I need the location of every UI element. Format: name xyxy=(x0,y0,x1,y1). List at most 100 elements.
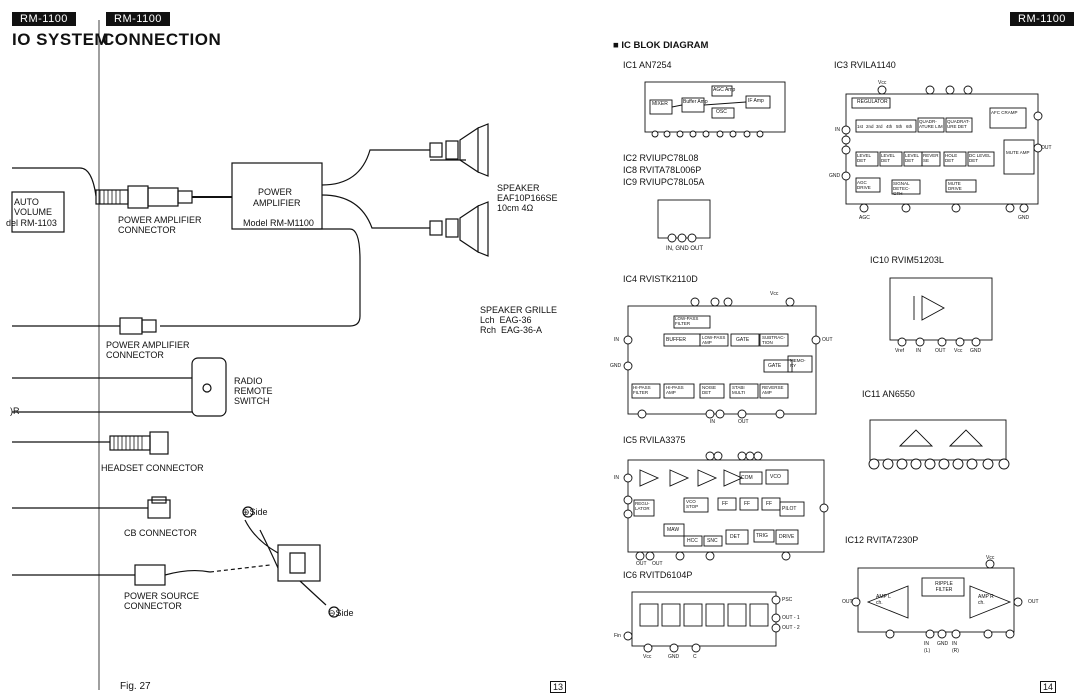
ic3-block-signal: SIGNAL DETEC- GTH xyxy=(893,181,910,196)
ic1-block-buffer: Buffer Amp xyxy=(683,99,708,105)
ic3-pin-agc: AGC xyxy=(859,215,870,221)
ic4-block-gate-2: GATE xyxy=(768,363,782,369)
ic3-title: IC3 RVILA1140 xyxy=(834,60,896,70)
ic3-block-quad-lim: QUADR- ATURE LIM xyxy=(919,119,943,129)
ic4-pin-in: IN xyxy=(614,337,619,343)
header-tag-left-1: RM-1100 xyxy=(12,12,76,26)
ic4-block-memory: MEMO- RY xyxy=(790,358,806,368)
cb-connector-label: CB CONNECTOR xyxy=(124,528,197,538)
ic12-diagram xyxy=(851,559,1023,639)
ic3-pin-gnd: GND xyxy=(829,173,841,179)
ic6-title: IC6 RVITD6104P xyxy=(623,570,693,580)
ic9-title: IC9 RVIUPC78L05A xyxy=(623,177,705,187)
figure-label: Fig. 27 xyxy=(120,681,151,692)
ic6-pin-c: C xyxy=(693,654,697,660)
ic8-title: IC8 RVITA78L006P xyxy=(623,165,702,175)
ic5-block-drive: DRIVE xyxy=(779,534,795,540)
power-source-connector-label: POWER SOURCE CONNECTOR xyxy=(124,591,200,611)
ic3-block-hole: HOLE DET xyxy=(945,153,958,163)
power-amp-label-1: POWER xyxy=(258,187,293,197)
ic10-title: IC10 RVIM51203L xyxy=(870,255,944,265)
ic3-stage-1: 1st xyxy=(857,124,864,129)
ic3-stage-4: 4th xyxy=(886,124,893,129)
ic3-block-mute-amp: MUTE AMP xyxy=(1006,150,1030,155)
ic4-block-buffer: BUFFER xyxy=(666,337,686,343)
ic4-pin-out-bottom: OUT xyxy=(738,419,749,425)
ic5-block-vcostop: VCO STOP xyxy=(686,499,699,509)
ic10-pin-vcc: Vcc xyxy=(954,348,963,354)
speaker-grille-label: SPEAKER GRILLE Lch EAG-36 Rch EAG-36-A xyxy=(480,305,558,335)
ic1-block-agc: AGC Amp xyxy=(713,87,736,93)
ic6-diagram xyxy=(623,591,781,653)
ic10-pin-vref: Vref xyxy=(895,348,904,354)
ic4-block-hpf: HI-PASS FILTER xyxy=(633,385,651,395)
power-amp-label-2: AMPLIFIER xyxy=(253,198,301,208)
ic4-block-lpf: LOW-PASS FILTER xyxy=(675,316,699,326)
ic3-block-level1: LEVEL DET xyxy=(857,153,871,163)
ic12-pin-l: (L) xyxy=(924,648,931,654)
ic3-block-reverse: REVER SE xyxy=(923,153,939,163)
ic5-block-pilot: PILOT xyxy=(782,506,797,512)
ic12-block-ripple: RIPPLE FILTER xyxy=(935,581,953,593)
ic4-block-stabi: STABI MULTI xyxy=(732,385,746,395)
ic11-diagram xyxy=(868,419,1010,470)
ic5-block-hcc: HCC xyxy=(687,538,698,544)
ic10-pin-gnd: GND xyxy=(970,348,982,354)
ic3-block-dclevel: DC LEVEL DET xyxy=(969,153,991,163)
ic5-block-ff3: FF xyxy=(766,501,773,507)
system-connection-diagram xyxy=(11,20,489,690)
ic5-title: IC5 RVILA3375 xyxy=(623,435,686,445)
ic3-block-level2: LEVEL DET xyxy=(881,153,895,163)
power-amp-connector-label-1: POWER AMPLIFIER CONNECTOR xyxy=(118,215,202,235)
ic4-block-reverse: REVERSE AMP xyxy=(762,385,784,395)
ic3-stage-3: 3rd xyxy=(876,124,883,129)
ic4-block-lpamp: LOW-PASS AMP xyxy=(702,335,726,345)
ic3-stage-5: 5th xyxy=(896,124,903,129)
ic5-diagram xyxy=(623,451,829,561)
ic3-stage-6: 6th xyxy=(906,124,913,129)
ic12-pin-r: (R) xyxy=(952,648,959,654)
ic10-pin-out: OUT xyxy=(935,348,946,354)
ic11-title: IC11 AN6550 xyxy=(862,389,915,399)
radio-remote-switch-label: RADIO REMOTE SWITCH xyxy=(234,376,273,406)
or-cut-label: )R xyxy=(10,406,20,416)
ic6-pin-vcc: Vcc xyxy=(643,654,652,660)
ic10-diagram xyxy=(889,277,993,347)
ic10-pin-in: IN xyxy=(916,348,921,354)
ic5-block-regulator: REGU- LATOR xyxy=(635,501,650,511)
ic12-pin-in-r: IN xyxy=(952,641,957,647)
ic5-block-snc: SNC xyxy=(707,538,718,544)
speaker-label: SPEAKER EAF10P166SE 10cm 4Ω xyxy=(497,183,558,213)
page-title-right: CONNECTION xyxy=(102,30,222,49)
ic5-pin-out-1: OUT xyxy=(636,561,647,567)
ic3-diagram xyxy=(841,85,1043,213)
page-title-left: IO SYSTEM xyxy=(12,30,110,49)
ic5-block-maw: MAW xyxy=(667,527,680,533)
ic4-block-hpamp: HI-PASS AMP xyxy=(666,385,684,395)
ic12-pin-in-l: IN xyxy=(924,641,929,647)
section-title: ■ IC BLOK DIAGRAM xyxy=(613,40,709,51)
ic3-block-level3: LEVEL DET xyxy=(905,153,919,163)
ic2-title: IC2 RVIUPC78L08 xyxy=(623,153,699,163)
ic1-block-osc: OSC xyxy=(716,109,727,115)
page-number-right: 14 xyxy=(1040,681,1057,693)
headset-connector-label: HEADSET CONNECTOR xyxy=(101,463,204,473)
ic6-pin-out1: OUT - 1 xyxy=(782,615,800,621)
ic5-block-vco: VCO xyxy=(770,474,781,480)
ic3-block-quad-det: QUADRAT- URE DET xyxy=(947,119,970,129)
ic3-block-afc: AFC CRAMP xyxy=(991,110,1018,115)
ic12-block-amp-r: AMP R ch. xyxy=(978,594,994,606)
ic4-title: IC4 RVISTK2110D xyxy=(623,274,698,284)
ic5-block-ff1: FF xyxy=(722,501,729,507)
power-amp-connector-label-2: POWER AMPLIFIER CONNECTOR xyxy=(106,340,190,360)
ic5-block-trig: TRIG xyxy=(756,533,768,539)
ic12-title: IC12 RVITA7230P xyxy=(845,535,919,545)
ic5-block-ff2: FF xyxy=(744,501,751,507)
ic6-pin-out2: OUT - 2 xyxy=(782,625,800,631)
ic3-pin-vcc: Vcc xyxy=(878,80,887,86)
ic4-block-subtraction: SUBTRAC- TION xyxy=(762,335,786,345)
ic1-block-ifamp: IF Amp xyxy=(748,98,764,104)
minus-side-label: ⊖Side xyxy=(328,608,354,618)
auto-volume-label-1: AUTO xyxy=(14,197,39,207)
ic4-pin-vcc: Vcc xyxy=(770,291,779,297)
